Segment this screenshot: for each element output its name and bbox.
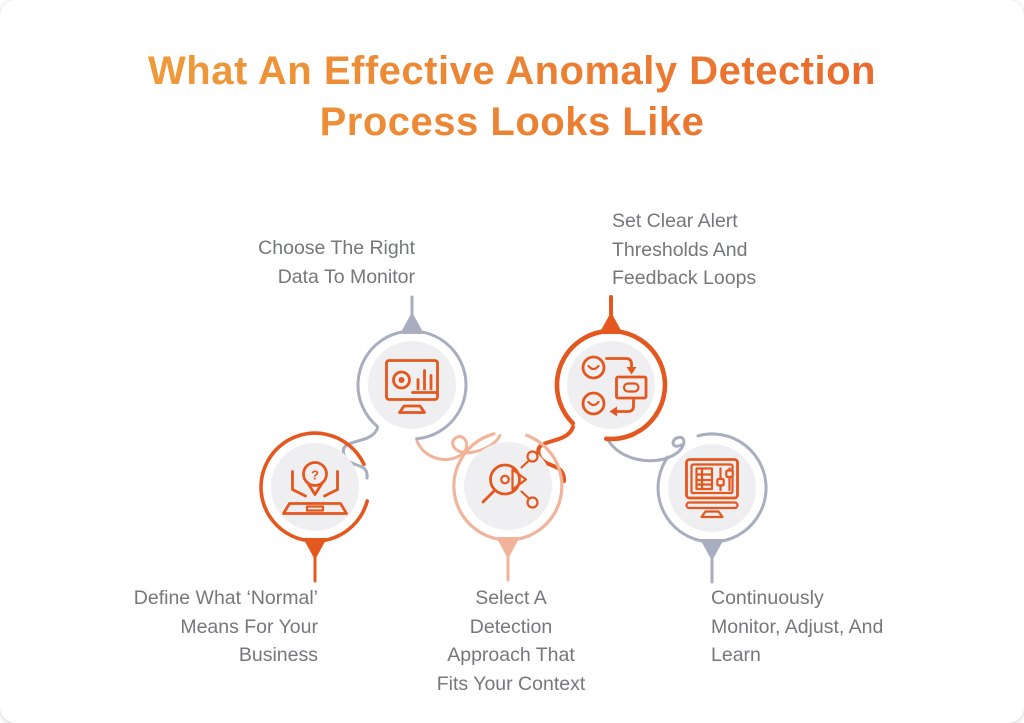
step-2-circle	[368, 341, 456, 429]
step-5-ring	[656, 432, 768, 544]
step-5-tail	[700, 539, 724, 561]
step-3-tail	[496, 537, 520, 559]
question-mark-glyph: ?	[311, 468, 319, 483]
step-1-circle	[271, 443, 359, 531]
step-2-label: Choose The Right Data To Monitor	[258, 237, 415, 288]
laptop-checklist-sliders-icon	[685, 458, 739, 519]
step-node-5	[656, 432, 768, 584]
monitor-analytics-icon	[385, 359, 439, 414]
feedback-loop-icon	[581, 355, 648, 417]
connector-line-4-5	[606, 435, 686, 463]
step-4-ring	[554, 328, 668, 442]
step-4-label: Set Clear Alert Thresholds And Feedback …	[612, 210, 757, 289]
laptop-location-question-icon: ?	[282, 461, 348, 515]
step-4-tail	[599, 312, 623, 334]
step-1-tail	[303, 538, 327, 560]
step-1-ring	[259, 431, 369, 543]
connector-line-2-3	[415, 434, 502, 461]
step-5-label: Continuously Monitor, Adjust, And Learn	[711, 587, 884, 666]
step-node-4	[554, 295, 668, 442]
step-2-tail	[400, 312, 424, 334]
step-1-label: Define What ‘Normal’ Means For Your Busi…	[133, 587, 318, 666]
step-3-circle	[464, 442, 552, 530]
step-4-circle	[567, 341, 655, 429]
step-3-label: Select A Detection Approach That Fits Yo…	[436, 587, 586, 695]
magnifier-network-icon	[481, 450, 539, 509]
step-node-1: ?	[259, 431, 369, 583]
page-title: What An Effective Anomaly Detection Proc…	[0, 46, 1024, 148]
step-node-3	[452, 432, 564, 582]
step-2-ring	[356, 329, 468, 441]
step-node-2	[356, 295, 468, 441]
